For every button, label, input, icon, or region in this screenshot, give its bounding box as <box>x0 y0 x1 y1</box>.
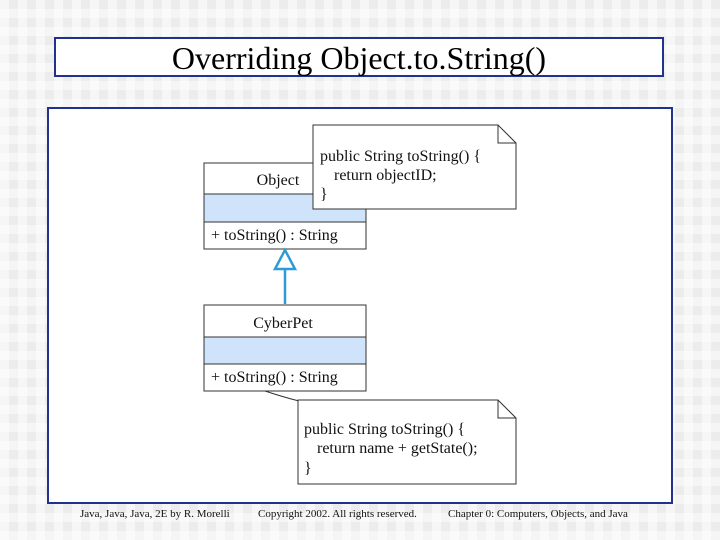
note-object-tostring: public String toString() { return object… <box>312 124 517 210</box>
note-connector <box>264 390 300 402</box>
note-line: return objectID; <box>334 167 437 184</box>
class-object-methods <box>203 221 367 250</box>
class-cyberpet: CyberPet + toString() : String <box>203 304 367 392</box>
note-fold-icon <box>497 125 516 144</box>
inheritance-triangle-icon <box>272 247 298 271</box>
note-line: } <box>320 186 328 203</box>
note-line: return name + getState(); <box>317 440 478 457</box>
note-shape <box>297 399 517 485</box>
class-object-method: + toString() : String <box>211 227 338 244</box>
class-object-name: Object <box>257 172 300 189</box>
slide-title: Overriding Object.to.String() <box>54 37 664 77</box>
footer-chapter: Chapter 0: Computers, Objects, and Java <box>448 508 628 520</box>
footer-author: Java, Java, Java, 2E by R. Morelli <box>80 508 230 520</box>
note-fold-icon <box>497 400 516 419</box>
class-cyberpet-methods <box>203 363 367 392</box>
note-shape <box>312 124 517 210</box>
note-line: public String toString() { <box>304 421 465 438</box>
class-cyberpet-method: + toString() : String <box>211 369 338 386</box>
class-cyberpet-name: CyberPet <box>253 315 313 332</box>
note-cyberpet-tostring: public String toString() { return name +… <box>297 399 517 485</box>
class-cyberpet-header <box>203 304 367 338</box>
uml-diagram: Object + toString() : String CyberPet + … <box>203 124 517 485</box>
note-line: } <box>304 460 312 477</box>
class-cyberpet-attributes <box>203 336 367 365</box>
note-line: public String toString() { <box>320 148 481 165</box>
footer-copyright: Copyright 2002. All rights reserved. <box>258 508 417 520</box>
inheritance-arrow <box>272 247 298 304</box>
